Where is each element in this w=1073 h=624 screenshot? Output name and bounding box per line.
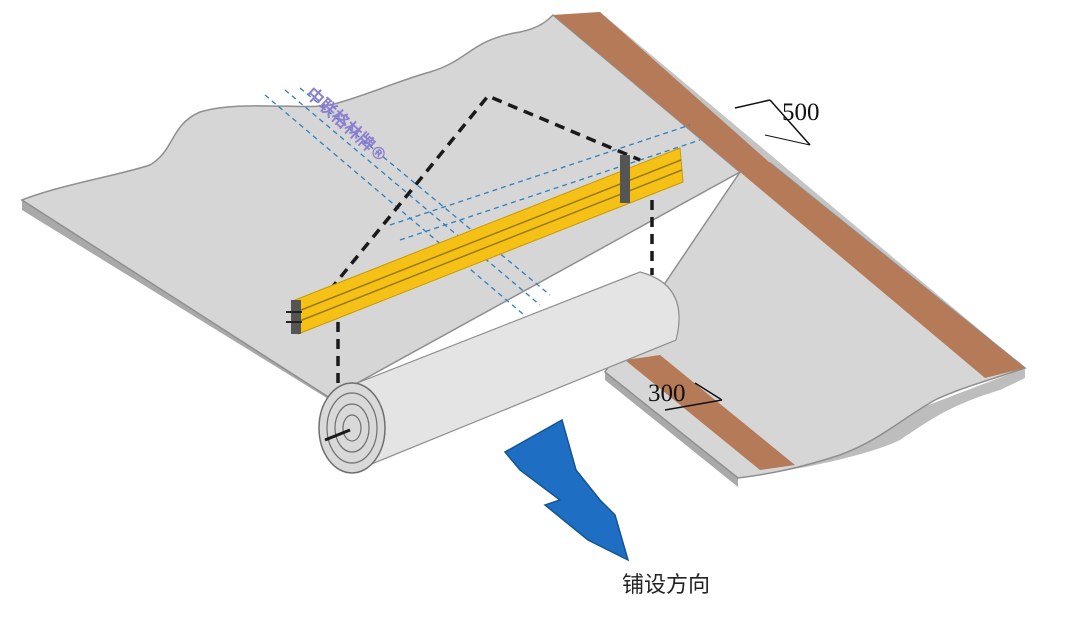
membrane-roll [318,271,680,474]
dimension-500-label: 500 [782,99,820,126]
left-membrane-sheet [20,13,742,400]
bottom-overlap-strip [625,355,795,470]
dimension-300: 300 [648,380,723,411]
laying-direction-label: 铺设方向 [622,573,710,598]
alignment-bar [286,147,684,335]
laying-direction-arrow [503,418,630,562]
dimension-500: 500 [734,99,820,146]
dimension-300-label: 300 [648,380,686,407]
top-overlap-strip [553,12,770,172]
right-overlap-strip [740,163,1025,378]
